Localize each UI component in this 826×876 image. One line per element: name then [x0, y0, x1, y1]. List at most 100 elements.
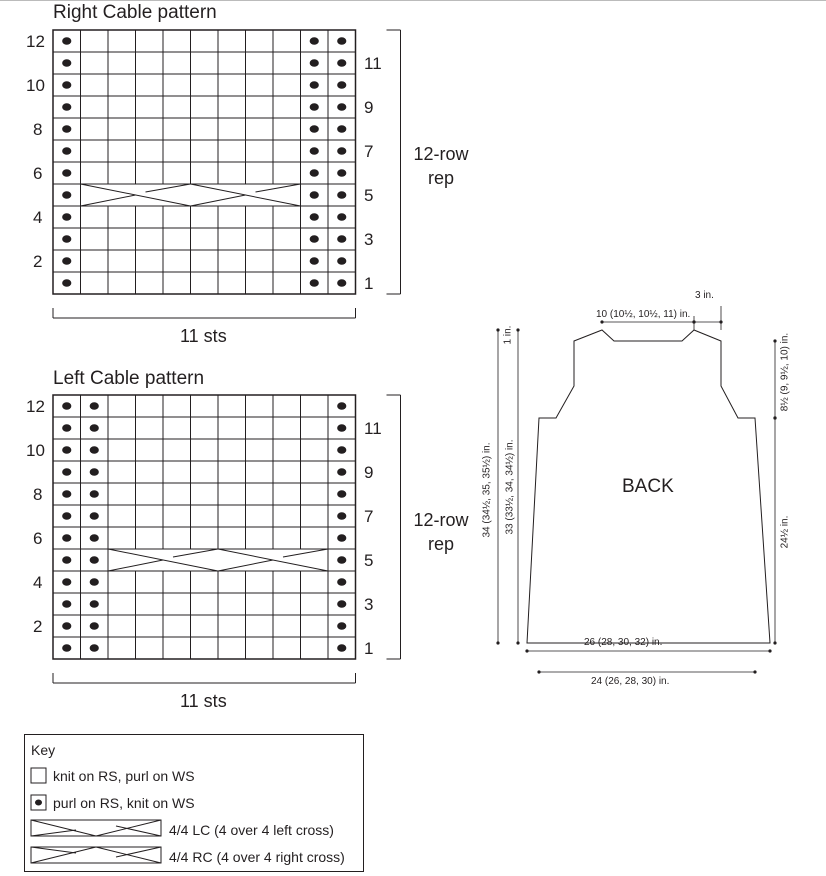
- left-chart-repeat-label: 12-row rep: [406, 508, 476, 556]
- stitch-cell: [300, 394, 329, 418]
- stitch-cell: [217, 614, 246, 638]
- stitch-cell: [135, 227, 164, 251]
- stitch-cell: [80, 161, 109, 185]
- purl-dot: [89, 490, 99, 498]
- purl-dot: [62, 279, 72, 287]
- repeat-label-line: rep: [427, 168, 454, 188]
- purl-dot: [62, 125, 72, 133]
- stitch-cell: [135, 460, 164, 484]
- cable-cross-line: [30, 846, 77, 854]
- key-item-knit: knit on RS, purl on WS: [53, 768, 195, 784]
- stitch-cell: [190, 271, 219, 295]
- stitch-cell: [217, 139, 246, 163]
- side-seam-measure: 24½ in.: [779, 515, 791, 549]
- top-border: [0, 0, 826, 1]
- key-title: Key: [31, 742, 56, 758]
- purl-dot: [309, 81, 319, 89]
- stitch-cell: [217, 592, 246, 616]
- stitch-cell: [190, 614, 219, 638]
- cable-cross-line: [30, 829, 77, 837]
- row-number: 8: [33, 485, 43, 504]
- stitch-cell: [80, 249, 109, 273]
- measure-endpoint: [768, 649, 772, 653]
- stitch-cell: [190, 636, 219, 660]
- stitch-cell: [272, 570, 301, 594]
- purl-dot: [337, 59, 347, 67]
- purl-dot: [62, 191, 72, 199]
- stitch-cell: [272, 636, 301, 660]
- stitch-cell: [245, 227, 274, 251]
- stitch-cell: [300, 614, 329, 638]
- stitch-cell: [217, 394, 246, 418]
- purl-dot: [62, 446, 72, 454]
- purl-dot: [89, 468, 99, 476]
- stitch-cell: [190, 482, 219, 506]
- stitch-cell: [272, 249, 301, 273]
- stitch-cell: [107, 73, 136, 97]
- row-number: 9: [364, 98, 374, 117]
- stitch-cell: [107, 592, 136, 616]
- stitch-cell: [190, 460, 219, 484]
- cable-cross-line: [30, 846, 97, 864]
- stitch-cell: [272, 29, 301, 53]
- row-number: 2: [33, 617, 43, 636]
- row-number: 6: [33, 529, 43, 548]
- stitch-cell: [162, 614, 191, 638]
- stitch-cell: [135, 117, 164, 141]
- stitch-cell: [135, 51, 164, 75]
- stitch-cell: [272, 95, 301, 119]
- cable-cross-line: [172, 548, 219, 558]
- stitch-cell: [245, 416, 274, 440]
- stitch-cell: [135, 249, 164, 273]
- stitch-cell: [272, 139, 301, 163]
- purl-dot: [337, 468, 347, 476]
- stitch-cell: [162, 29, 191, 53]
- side-length-measure: 33 (33½, 34, 34½) in.: [504, 439, 516, 535]
- purl-dot: [309, 59, 319, 67]
- purl-dot: [337, 600, 347, 608]
- stitch-cell: [245, 29, 274, 53]
- purl-dot: [309, 37, 319, 45]
- stitch-cell: [135, 271, 164, 295]
- stitch-cell: [300, 592, 329, 616]
- repeat-label-line: 12-row: [413, 510, 469, 530]
- stitch-cell: [190, 249, 219, 273]
- stitch-cell: [162, 205, 191, 229]
- stitch-cell: [162, 51, 191, 75]
- purl-dot: [309, 235, 319, 243]
- measure-endpoint: [496, 641, 500, 645]
- cable-cross-line: [115, 825, 162, 837]
- stitch-cell: [190, 51, 219, 75]
- stitch-cell: [217, 205, 246, 229]
- stitch-cell: [217, 117, 246, 141]
- key-item-left-cross: 4/4 LC (4 over 4 left cross): [169, 822, 334, 838]
- row-number: 7: [364, 142, 374, 161]
- stitch-cell: [107, 526, 136, 550]
- stitch-cell: [135, 614, 164, 638]
- stitch-cell: [162, 570, 191, 594]
- purl-dot: [62, 169, 72, 177]
- stitch-cell: [107, 570, 136, 594]
- stitch-cell: [217, 482, 246, 506]
- purl-dot: [62, 424, 72, 432]
- stitch-cell: [162, 139, 191, 163]
- purl-dot: [62, 257, 72, 265]
- stitch-cell: [272, 205, 301, 229]
- stitch-cell: [245, 249, 274, 273]
- cable-cross-line: [282, 548, 329, 558]
- neck-depth-measure: 1 in.: [502, 325, 514, 345]
- purl-dot: [337, 125, 347, 133]
- purl-dot: [89, 556, 99, 564]
- stitch-cell: [107, 51, 136, 75]
- stitch-cell: [107, 438, 136, 462]
- purl-dot: [62, 468, 72, 476]
- stitch-cell: [272, 460, 301, 484]
- row-number: 7: [364, 507, 374, 526]
- stitch-cell: [272, 504, 301, 528]
- stitch-cell: [272, 416, 301, 440]
- stitch-cell: [80, 29, 109, 53]
- stitch-cell: [190, 438, 219, 462]
- purl-dot: [337, 213, 347, 221]
- purl-dot: [62, 59, 72, 67]
- stitch-cell: [300, 482, 329, 506]
